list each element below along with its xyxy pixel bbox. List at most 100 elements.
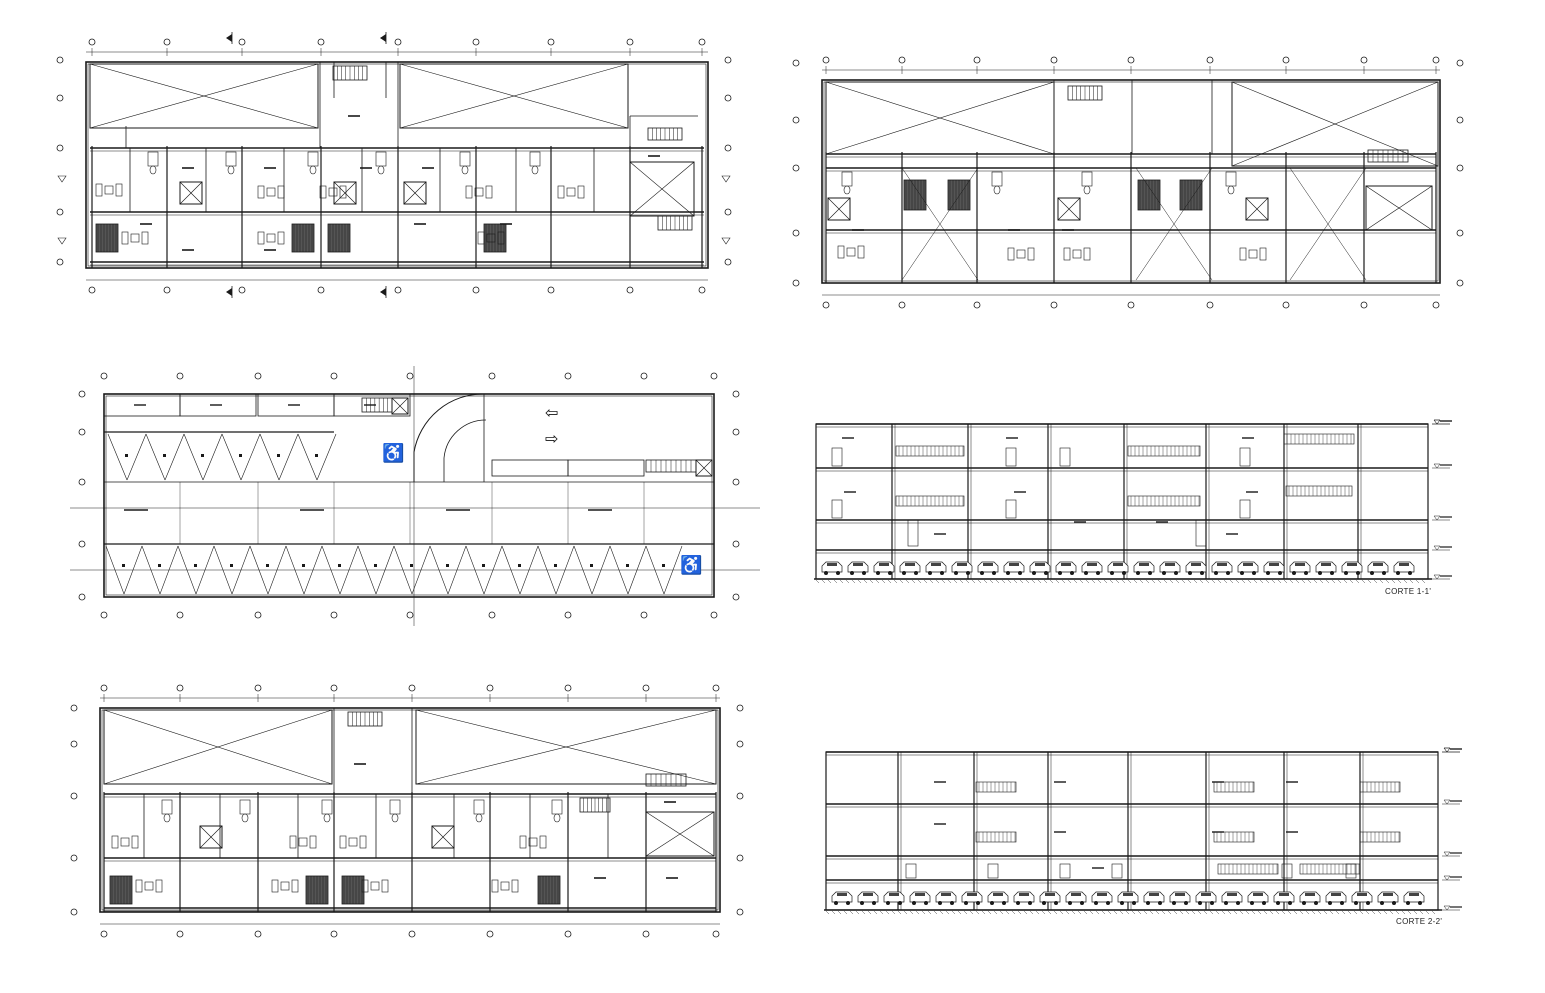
chair (339, 185, 347, 199)
parking-stall-line (357, 545, 377, 595)
car-wheel (1172, 901, 1176, 905)
section-arrow (721, 237, 731, 245)
car-elevation (1273, 891, 1295, 905)
ground-hatch (995, 579, 1000, 584)
chair (291, 879, 299, 893)
car-window (1009, 563, 1019, 566)
ground-hatch (917, 579, 922, 584)
toilet (323, 813, 331, 823)
ground-hatch (821, 579, 826, 584)
car-wheel (1382, 571, 1386, 575)
car-elevation (1221, 891, 1243, 905)
ground-hatch (1295, 579, 1300, 584)
ground-hatch (1065, 910, 1070, 915)
grid-bubble (163, 38, 171, 46)
ground-hatch (983, 579, 988, 584)
stall-marker (662, 564, 665, 567)
chair (539, 835, 547, 849)
table (266, 187, 276, 197)
car-wheel (1344, 571, 1348, 575)
car-wheel (836, 571, 840, 575)
ground-hatch (1337, 579, 1342, 584)
grid-bubble (408, 684, 416, 692)
table (528, 837, 538, 847)
void-diagonal (333, 181, 357, 205)
grid-bubble (100, 930, 108, 938)
car-wheel (976, 901, 980, 905)
level-triangle (1433, 419, 1441, 425)
accessible-parking-icon: ♿ (680, 555, 703, 575)
grid-bubble (640, 611, 648, 619)
ground-hatch (1191, 910, 1196, 915)
chair (511, 879, 519, 893)
stall-marker (315, 454, 318, 457)
level-triangle (1443, 799, 1451, 805)
car-elevation (847, 561, 869, 575)
bathroom (321, 799, 333, 815)
car-wheel (1276, 901, 1280, 905)
accessible-parking-icon: ♿ (382, 443, 405, 463)
car-elevation (1107, 561, 1129, 575)
car-window (1331, 893, 1341, 896)
car-elevation (951, 561, 973, 575)
grid-bubble (724, 144, 732, 152)
stall-marker (518, 564, 521, 567)
grid-bubble (238, 38, 246, 46)
car-elevation (1065, 891, 1087, 905)
grid-bubble (564, 372, 572, 380)
car-window (1217, 563, 1227, 566)
ground-hatch (1259, 579, 1264, 584)
stair (657, 215, 693, 231)
car-wheel (1148, 571, 1152, 575)
car-wheel (1356, 571, 1360, 575)
ground-hatch (1271, 579, 1276, 584)
toilet (843, 185, 851, 195)
car-window (863, 893, 873, 896)
car-wheel (1188, 571, 1192, 575)
ground-hatch (1113, 910, 1118, 915)
table (280, 881, 290, 891)
table (846, 247, 856, 257)
section-arrow (380, 288, 386, 296)
void-diagonal (1245, 197, 1269, 221)
car-window (827, 563, 837, 566)
car-wheel (1354, 901, 1358, 905)
bathroom (161, 799, 173, 815)
parking-stall-line (105, 545, 125, 595)
car-elevation (1169, 891, 1191, 905)
chair (257, 185, 265, 199)
stall-marker (122, 564, 125, 567)
ground-hatch (1335, 910, 1340, 915)
chair (155, 879, 163, 893)
car-elevation (1117, 891, 1139, 905)
ground-hatch (1097, 579, 1102, 584)
stall-marker (158, 564, 161, 567)
void-diagonal (179, 181, 203, 205)
car-elevation (1299, 891, 1321, 905)
car-wheel (834, 901, 838, 905)
ground-hatch (969, 910, 974, 915)
car-wheel (1162, 571, 1166, 575)
grid-bubble (1432, 56, 1440, 64)
grid-bubble (1127, 56, 1135, 64)
ground-hatch (873, 910, 878, 915)
door (1239, 447, 1251, 467)
railing (1213, 781, 1255, 793)
parking-stall-line (164, 433, 185, 481)
car-elevation (821, 561, 843, 575)
car-window (1165, 563, 1175, 566)
void-diagonal (645, 811, 715, 857)
ground-hatch (1275, 910, 1280, 915)
ground-hatch (1103, 579, 1108, 584)
toilet (475, 813, 483, 823)
ground-hatch (1409, 579, 1414, 584)
ground-hatch (945, 910, 950, 915)
ground-hatch (1391, 579, 1396, 584)
grid-bubble (792, 164, 800, 172)
ground-hatch (1349, 579, 1354, 584)
parking-stall-line (297, 433, 318, 481)
grid-bubble (70, 792, 78, 800)
car-elevation (1341, 561, 1363, 575)
chair (135, 879, 143, 893)
parking-stall-line (141, 545, 161, 595)
